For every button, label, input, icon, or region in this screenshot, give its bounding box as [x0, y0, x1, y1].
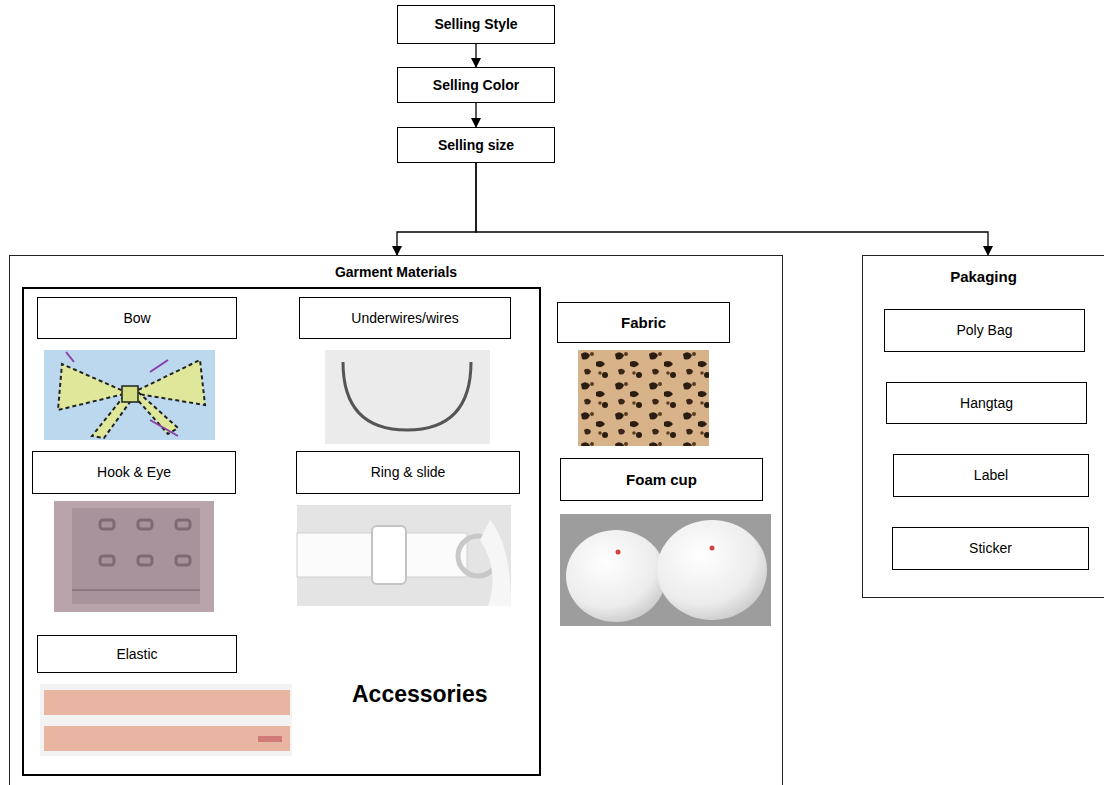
group-box: Garment MaterialsAccessories Bow Underwire…: [9, 255, 783, 785]
box-label: Selling size: [438, 137, 514, 154]
group-heading: Accessories: [352, 681, 488, 709]
fabric-picture: [578, 350, 709, 446]
box-label: Ring & slide: [371, 464, 446, 481]
box-label: Sticker: [969, 540, 1012, 557]
process-box: Elastic: [37, 635, 237, 673]
flow-arrow: [475, 103, 476, 127]
process-box: Poly Bag: [884, 309, 1085, 352]
process-box: Fabric: [557, 302, 730, 343]
process-box: Selling Style: [397, 5, 555, 44]
process-box: Underwires/wires: [299, 297, 511, 339]
ring-slide-picture: [297, 505, 511, 606]
box-label: Hook & Eye: [97, 464, 171, 481]
flow-arrow: [475, 44, 476, 67]
process-box: Label: [893, 454, 1089, 497]
box-label: Label: [974, 467, 1008, 484]
hook-eye-picture: [54, 501, 214, 612]
group-heading: Garment Materials: [10, 264, 782, 281]
group-box: PakagingPoly BagHangtagLabelSticker: [862, 255, 1104, 598]
box-label: Selling Color: [433, 77, 519, 94]
flow-arrow: [397, 163, 476, 255]
box-label: Elastic: [116, 646, 157, 663]
box-label: Underwires/wires: [351, 310, 458, 327]
box-label: Fabric: [621, 314, 666, 332]
process-box: Hook & Eye: [32, 451, 236, 494]
group-heading: Pakaging: [863, 268, 1104, 286]
box-label: Poly Bag: [956, 322, 1012, 339]
process-box: Foam cup: [560, 458, 763, 501]
process-box: Ring & slide: [296, 451, 520, 494]
box-label: Foam cup: [626, 471, 697, 489]
process-box: Selling size: [397, 127, 555, 163]
process-box: Hangtag: [886, 382, 1087, 424]
elastic-picture: [40, 684, 292, 756]
process-box: Selling Color: [397, 67, 555, 103]
process-box: Sticker: [892, 527, 1089, 570]
box-label: Hangtag: [960, 395, 1013, 412]
foam-cup-picture: [560, 514, 771, 626]
process-box: Bow: [37, 297, 237, 339]
underwire-picture: [325, 350, 490, 444]
group-box: Accessories Bow Underwires/wiresHook & Eye…: [22, 287, 541, 776]
box-label: Bow: [123, 310, 150, 327]
flow-arrow: [476, 163, 988, 255]
bow-picture: [44, 350, 215, 440]
box-label: Selling Style: [434, 16, 517, 33]
